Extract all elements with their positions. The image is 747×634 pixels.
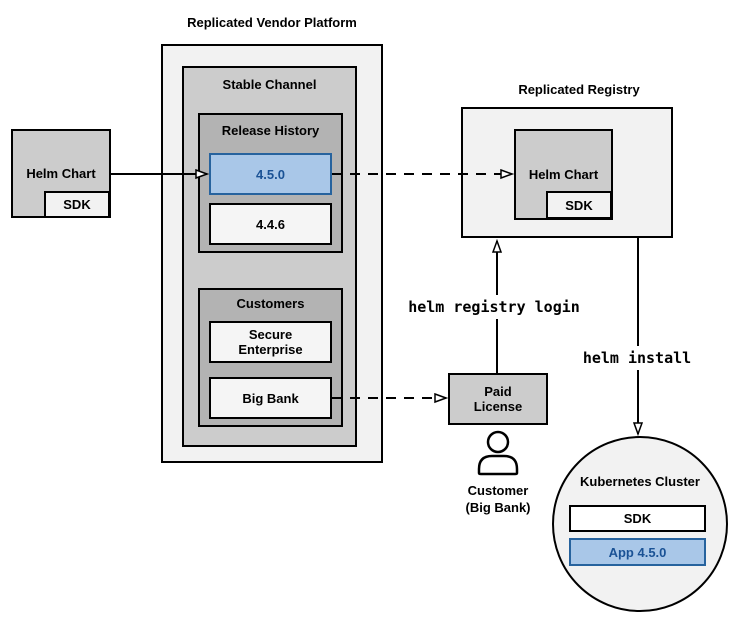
cluster-sdk-label: SDK [623,511,652,526]
cluster-app-label: App 4.5.0 [608,544,667,560]
kubernetes-cluster-title: Kubernetes Cluster [580,474,700,489]
registry-sdk-label: SDK [565,197,593,213]
cluster-app-box: App 4.5.0 [569,538,706,566]
registry-helm-chart-label: Helm Chart [528,167,599,182]
customer-caption: Customer(Big Bank) [465,483,531,515]
stable-channel-label: Stable Channel [222,77,317,92]
source-sdk-label: SDK [63,197,91,212]
release-4-5-0-box: 4.5.0 [209,153,332,195]
customer-big-bank-label: Big Bank [242,390,299,406]
release-4-4-6-label: 4.4.6 [256,216,285,232]
release-4-4-6-box: 4.4.6 [209,203,332,245]
registry-sdk-box: SDK [546,191,612,219]
helm-registry-login-command: helm registry login [399,295,589,319]
source-sdk-box: SDK [44,191,110,218]
release-4-5-0-label: 4.5.0 [256,166,285,182]
helm-install-command: helm install [576,346,698,370]
person-icon [477,430,519,476]
customer-big-bank-box: Big Bank [209,377,332,419]
registry-title: Replicated Registry [518,82,640,97]
source-helm-chart-label: Helm Chart [26,166,96,181]
release-history-label: Release History [221,123,320,138]
cluster-sdk-box: SDK [569,505,706,532]
customers-label: Customers [236,296,305,311]
vendor-platform-title: Replicated Vendor Platform [187,15,357,30]
